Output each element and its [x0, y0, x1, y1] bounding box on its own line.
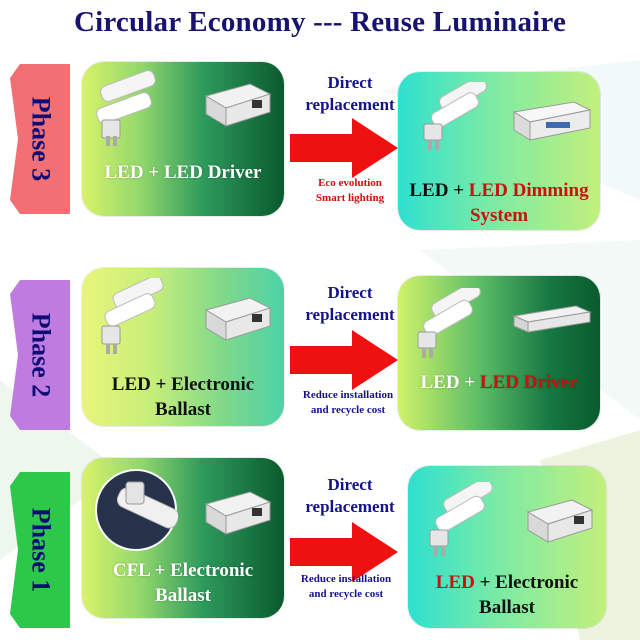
note-line-1: Eco evolution	[318, 177, 382, 189]
ribbon-shape	[10, 280, 70, 430]
caption-line-1: CFL + Electronic	[112, 560, 254, 581]
caption-highlight: LED Driver	[479, 372, 578, 393]
note-line-2: Smart lighting	[315, 192, 385, 204]
note-line-2: and recycle cost	[308, 588, 384, 600]
led-bulb-icon	[423, 82, 487, 150]
left-caption: LED + LED Driver	[104, 162, 262, 183]
ribbon-shape	[10, 472, 70, 628]
phase-3-tag: Phase 3	[10, 64, 70, 214]
cfl-bulb-icon	[95, 469, 178, 551]
eco-note: Eco evolution Smart lighting	[288, 176, 412, 206]
right-caption: LED + LED Dimming System	[398, 178, 600, 228]
led-bulb-icon	[429, 482, 493, 556]
note-line-1: Reduce installation	[302, 389, 394, 401]
led-bulb-icon	[96, 70, 156, 146]
right-caption: LED + Electronic Ballast	[408, 570, 606, 620]
left-caption: LED + Electronic Ballast	[82, 372, 284, 422]
caption-highlight: LED	[435, 572, 475, 593]
right-arrow-icon	[290, 330, 398, 390]
caption-highlight: LED Dimming	[468, 180, 589, 201]
phase-2-tag: Phase 2	[10, 280, 70, 430]
electronic-ballast-icon	[526, 499, 594, 543]
led-bulb-icon	[417, 288, 481, 358]
phase-2-current-panel: LED + Electronic Ballast	[82, 268, 284, 426]
caption-line-2: Ballast	[155, 585, 211, 606]
right-arrow-icon	[290, 118, 398, 178]
led-bulb-icon	[101, 278, 164, 354]
right-caption: LED + LED Driver	[398, 370, 600, 395]
cost-note: Reduce installation and recycle cost	[286, 388, 410, 418]
caption-prefix: LED +	[420, 372, 480, 393]
phase-label: Phase 2	[26, 312, 55, 398]
note-line-2: and recycle cost	[310, 404, 386, 416]
left-caption: CFL + Electronic Ballast	[82, 558, 284, 608]
caption-highlight-2: System	[469, 205, 529, 226]
phase-label: Phase 1	[26, 507, 55, 593]
page-title: Circular Economy --- Reuse Luminaire	[73, 6, 567, 38]
caption-line-2: Ballast	[479, 597, 535, 618]
right-arrow-icon	[290, 522, 398, 582]
caption-line-1: LED + Electronic	[111, 374, 255, 395]
caption-suffix: + Electronic	[474, 572, 579, 593]
phase-2-upgrade-panel: LED + LED Driver	[398, 276, 600, 430]
electronic-ballast-icon	[204, 491, 272, 535]
phase-label: Phase 3	[26, 96, 55, 182]
ribbon-shape	[10, 64, 70, 214]
phase-3-upgrade-panel: LED + LED Dimming System	[398, 72, 600, 230]
phase-1-upgrade-panel: LED + Electronic Ballast	[408, 466, 606, 628]
direct-replacement-label: Direct replacement	[305, 283, 395, 324]
electronic-ballast-icon	[204, 297, 272, 341]
caption-line-2: Ballast	[155, 399, 211, 420]
note-line-1: Reduce installation	[300, 573, 392, 585]
caption-prefix: LED +	[409, 180, 469, 201]
phase-3-current-panel: LED + LED Driver	[82, 62, 284, 216]
slim-led-driver-icon	[512, 305, 592, 333]
direct-replacement-label: Direct replacement	[305, 73, 395, 114]
cost-note: Reduce installation and recycle cost	[284, 572, 408, 602]
led-driver-box-icon	[204, 83, 272, 127]
phase-1-tag: Phase 1	[10, 472, 70, 628]
phase-1-current-panel: CFL + Electronic Ballast	[82, 458, 284, 618]
direct-replacement-label: Direct replacement	[305, 475, 395, 516]
dimming-driver-icon	[512, 101, 592, 141]
